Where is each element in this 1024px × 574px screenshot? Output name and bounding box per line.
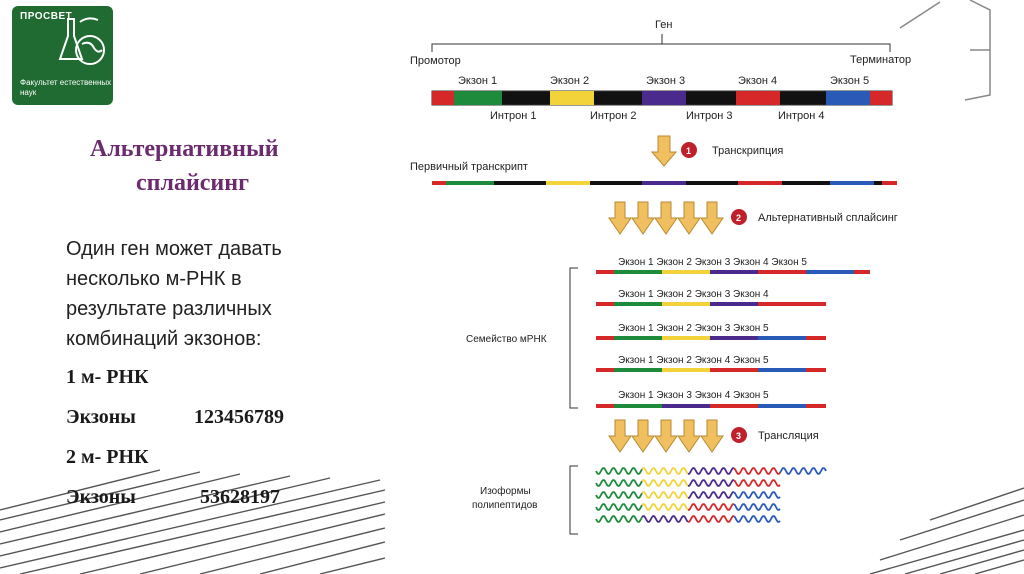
polypeptide-isoforms — [596, 468, 826, 522]
polypeptide-segment — [642, 516, 688, 522]
step-1-label: Транскрипция — [712, 145, 783, 157]
slide-title: Альтернативный сплайсинг — [90, 132, 350, 200]
exon-label: Экзон 2 — [550, 75, 589, 87]
polypeptide-segment — [734, 516, 780, 522]
terminator-label: Терминатор — [850, 54, 911, 66]
description-text: Один ген может давать несколько м-РНК в … — [66, 234, 366, 354]
description-line-4: комбинаций экзонов: — [66, 324, 366, 354]
polypeptide-segment — [642, 468, 688, 474]
mrna-variant: Экзон 1 Экзон 2 Экзон 3 Экзон 5 — [596, 323, 826, 340]
isoforms-bracket — [570, 466, 578, 534]
list-item: Экзоны 123456789 — [66, 406, 136, 429]
promoter-label: Промотор — [410, 55, 461, 67]
polypeptide-segment — [642, 492, 688, 498]
list-item: 2 м- РНК — [66, 446, 149, 469]
list-item-label: Экзоны — [66, 486, 136, 508]
polypeptide-segment — [734, 492, 780, 498]
gene-bar — [432, 91, 892, 105]
mrna-variant: Экзон 1 Экзон 2 Экзон 4 Экзон 5 — [596, 355, 826, 372]
title-line-2: сплайсинг — [90, 166, 350, 200]
list-item-label: 1 м- РНК — [66, 366, 149, 388]
step-3-number: 3 — [736, 431, 741, 441]
mrna-variant: Экзон 1 Экзон 2 Экзон 3 Экзон 4 Экзон 5 — [596, 257, 870, 274]
step-3-label: Трансляция — [758, 430, 819, 442]
faculty-logo: ПРОСВЕТ Факультет естественных наук — [12, 6, 113, 105]
mrna-family-label: Семейство мРНК — [466, 334, 547, 345]
polypeptide-segment — [642, 480, 688, 486]
polypeptide-segment — [780, 468, 826, 474]
polypeptide-segment — [688, 492, 734, 498]
polypeptide-segment — [734, 480, 780, 486]
isoforms-label-line-2: полипептидов — [472, 500, 537, 511]
title-line-1: Альтернативный — [90, 132, 350, 166]
exon-label: Экзон 3 — [646, 75, 685, 87]
down-arrow-icon — [609, 202, 723, 234]
step-2-label: Альтернативный сплайсинг — [758, 212, 898, 224]
primary-transcript-bar — [432, 181, 897, 185]
intron-label: Интрон 4 — [778, 110, 825, 122]
splicing-diagram: Ген Промотор Терминатор Экзон 1 Экзон 2 … — [400, 0, 960, 574]
polypeptide-segment — [688, 480, 734, 486]
list-item: 1 м- РНК — [66, 366, 149, 389]
step-1-number: 1 — [686, 146, 691, 156]
polypeptide-segment — [734, 468, 780, 474]
exon-label: Экзон 5 — [830, 75, 869, 87]
intron-label: Интрон 1 — [490, 110, 537, 122]
mrna-variant: Экзон 1 Экзон 3 Экзон 4 Экзон 5 — [596, 390, 826, 408]
mrna-variant-label: Экзон 1 Экзон 2 Экзон 3 Экзон 5 — [618, 323, 769, 334]
polypeptide-segment — [596, 504, 642, 510]
polypeptide-segment — [596, 492, 642, 498]
down-arrow-icon — [609, 420, 723, 452]
down-arrow-icon — [652, 136, 676, 166]
mrna-family-bracket — [570, 268, 578, 408]
polypeptide-segment — [734, 504, 780, 510]
primary-transcript-label: Первичный транскрипт — [410, 161, 528, 173]
exon-label: Экзон 4 — [738, 75, 777, 87]
list-item: Экзоны 53628197 — [66, 486, 136, 509]
gene-bracket — [432, 44, 890, 52]
mrna-variant-label: Экзон 1 Экзон 2 Экзон 3 Экзон 4 Экзон 5 — [618, 257, 807, 268]
mrna-variant: Экзон 1 Экзон 2 Экзон 3 Экзон 4 — [596, 289, 826, 306]
list-item-value: 53628197 — [200, 486, 280, 509]
list-item-label: 2 м- РНК — [66, 446, 149, 468]
polypeptide-segment — [596, 480, 642, 486]
polypeptide-segment — [688, 516, 734, 522]
mrna-variant-label: Экзон 1 Экзон 2 Экзон 3 Экзон 4 — [618, 289, 769, 300]
intron-label: Интрон 3 — [686, 110, 733, 122]
intron-label: Интрон 2 — [590, 110, 637, 122]
polypeptide-segment — [688, 468, 734, 474]
isoforms-label-line-1: Изоформы — [480, 485, 531, 497]
polypeptide-segment — [688, 504, 734, 510]
step-2-number: 2 — [736, 213, 741, 223]
polypeptide-segment — [596, 468, 642, 474]
polypeptide-segment — [642, 504, 688, 510]
mrna-variant-label: Экзон 1 Экзон 3 Экзон 4 Экзон 5 — [618, 390, 769, 401]
gene-label: Ген — [655, 19, 672, 31]
flask-globe-icon — [58, 14, 108, 74]
description-line-3: результате различных — [66, 294, 366, 324]
exon-label: Экзон 1 — [458, 75, 497, 87]
description-line-1: Один ген может давать — [66, 234, 366, 264]
list-item-label: Экзоны — [66, 406, 136, 428]
polypeptide-segment — [596, 516, 642, 522]
mrna-variant-label: Экзон 1 Экзон 2 Экзон 4 Экзон 5 — [618, 355, 769, 366]
logo-caption: Факультет естественных наук — [20, 78, 113, 98]
list-item-value: 123456789 — [194, 406, 284, 429]
description-line-2: несколько м-РНК в — [66, 264, 366, 294]
